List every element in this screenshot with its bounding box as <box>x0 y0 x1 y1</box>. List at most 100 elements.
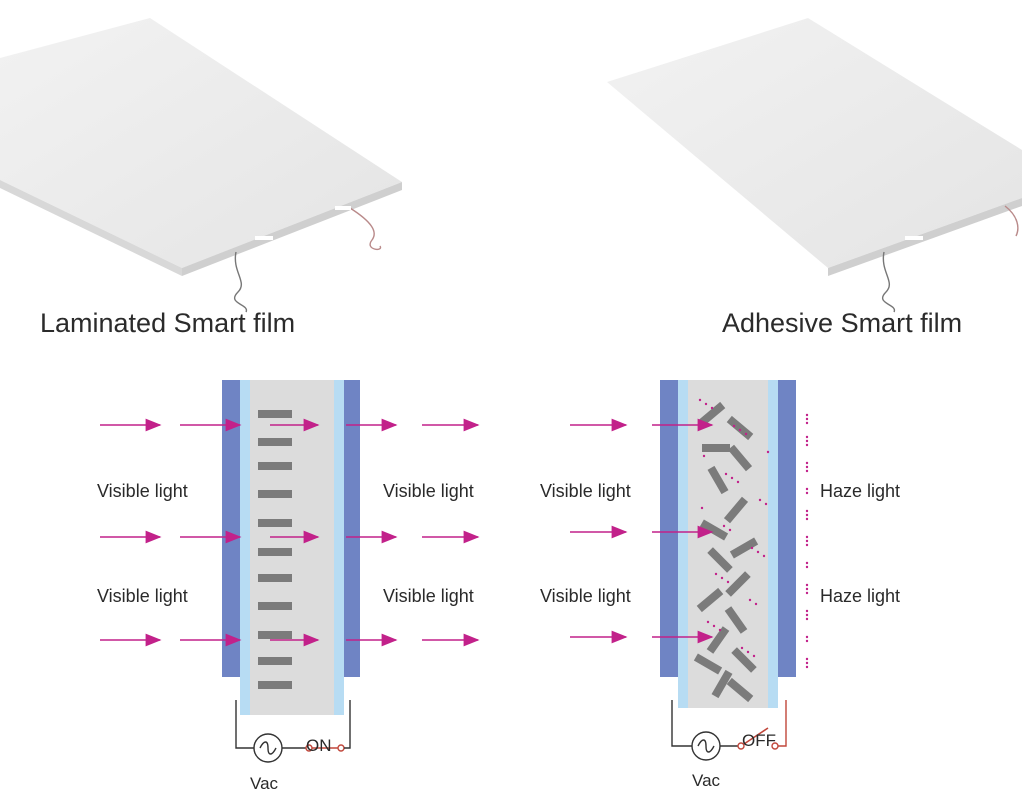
outer-glass-layer <box>222 380 240 677</box>
scatter-dot <box>805 513 809 517</box>
scatter-dot <box>805 543 809 547</box>
conductive-layer <box>334 380 344 715</box>
scatter-dot <box>714 572 718 576</box>
scatter-dot <box>805 509 809 513</box>
scatter-dot <box>805 461 809 465</box>
scatter-dot <box>752 654 756 658</box>
scatter-dot <box>805 539 809 543</box>
scatter-dot <box>738 428 742 432</box>
scatter-dot <box>805 413 809 417</box>
scatter-dot <box>762 554 766 558</box>
circuit-wire <box>235 700 254 749</box>
molecule <box>726 677 754 703</box>
molecule <box>723 496 749 524</box>
circuit-wire <box>671 700 692 747</box>
scatter-dots <box>698 398 809 669</box>
scatter-dot <box>736 480 740 484</box>
circuit-wire <box>344 700 351 749</box>
scatter-dot <box>805 591 809 595</box>
molecule <box>258 574 292 582</box>
scatter-dot <box>805 465 809 469</box>
scatter-dot <box>748 598 752 602</box>
scatter-dot <box>805 487 809 491</box>
connector-tab <box>905 236 923 240</box>
scatter-dot <box>730 476 734 480</box>
scatter-dot <box>750 546 754 550</box>
molecule <box>707 465 729 495</box>
circuit-wire <box>778 700 787 747</box>
scatter-dot <box>758 498 762 502</box>
molecule <box>258 631 292 639</box>
light-arrows <box>100 418 480 647</box>
cross-section-off <box>570 380 809 761</box>
left-incoming-label-2: Visible light <box>97 586 188 606</box>
scatter-dot <box>805 535 809 539</box>
connector-wire <box>234 251 248 313</box>
scatter-dot <box>732 424 736 428</box>
scatter-dot <box>805 421 809 425</box>
molecule <box>727 444 753 472</box>
molecule <box>696 587 724 613</box>
molecule <box>702 444 730 452</box>
molecule <box>693 653 723 675</box>
scatter-dot <box>698 398 702 402</box>
left-outgoing-label-1: Visible light <box>383 481 474 501</box>
conductive-layer <box>768 380 778 708</box>
aligned-molecules <box>258 410 292 689</box>
scatter-dot <box>805 561 809 565</box>
scatter-dot <box>805 639 809 643</box>
scatter-dot <box>722 524 726 528</box>
scatter-dot <box>720 576 724 580</box>
connector-tab <box>255 236 273 240</box>
scatter-dot <box>702 454 706 458</box>
switch-open <box>743 727 769 745</box>
random-molecules <box>693 401 759 703</box>
scatter-dot <box>805 661 809 665</box>
scatter-dot <box>805 617 809 621</box>
molecule <box>258 410 292 418</box>
molecule <box>258 657 292 665</box>
source-label-vac: Vac <box>692 771 721 790</box>
light-arrows <box>570 418 714 644</box>
molecule <box>729 537 759 559</box>
conductive-layer <box>678 380 688 708</box>
molecule <box>258 681 292 689</box>
outer-glass-layer <box>778 380 796 677</box>
molecule <box>258 490 292 498</box>
scatter-dot <box>764 502 768 506</box>
molecule <box>258 602 292 610</box>
molecule <box>258 438 292 446</box>
molecule <box>731 647 757 673</box>
molecule <box>725 571 751 597</box>
scatter-dot <box>746 650 750 654</box>
scatter-dot <box>704 402 708 406</box>
molecule <box>258 519 292 527</box>
molecule <box>706 626 730 654</box>
molecule <box>258 462 292 470</box>
scatter-dot <box>756 550 760 554</box>
scatter-dot <box>805 491 809 495</box>
adhesive-film-panel <box>607 18 1022 313</box>
connector-tab <box>335 206 351 210</box>
scatter-dot <box>805 517 809 521</box>
molecule <box>707 547 733 573</box>
right-incoming-label-1: Visible light <box>540 481 631 501</box>
outer-glass-layer <box>660 380 678 677</box>
left-incoming-label-1: Visible light <box>97 481 188 501</box>
scatter-dot <box>712 624 716 628</box>
adhesive-caption: Adhesive Smart film <box>722 308 963 338</box>
scatter-dot <box>805 609 809 613</box>
scatter-dot <box>724 472 728 476</box>
scatter-dot <box>700 506 704 510</box>
molecule <box>699 519 729 541</box>
source-label-vac: Vac <box>250 774 279 793</box>
connector-wire <box>1004 205 1019 237</box>
scatter-dot <box>805 435 809 439</box>
scatter-dot <box>805 443 809 447</box>
outer-glass-layer <box>344 380 360 677</box>
switch-contact <box>737 742 745 750</box>
scatter-dot <box>766 450 770 454</box>
scatter-dot <box>805 635 809 639</box>
